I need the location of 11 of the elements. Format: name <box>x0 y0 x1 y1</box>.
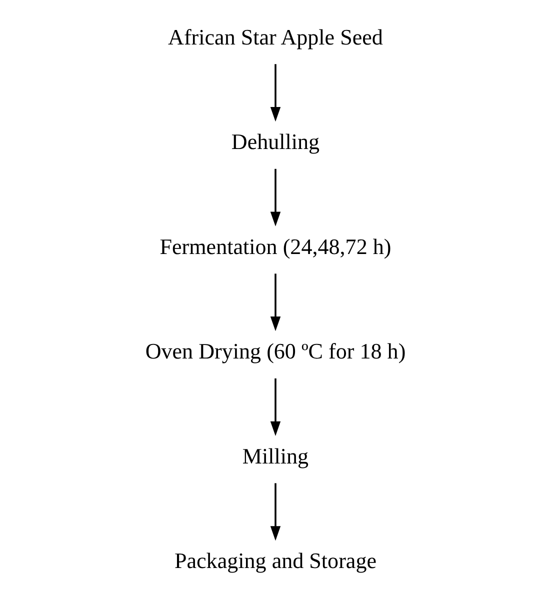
node-text: Packaging and Storage <box>174 548 377 574</box>
arrow <box>270 378 281 436</box>
node-text: Milling <box>242 443 309 468</box>
arrow <box>270 168 281 226</box>
arrow <box>270 274 281 332</box>
node-text: Oven Drying (60 ºC for 18 h) <box>145 338 406 364</box>
arrow <box>270 483 281 541</box>
node-text: Fermentation (24,48,72 h) <box>160 234 392 259</box>
node-text: Dehulling <box>231 129 320 154</box>
arrow <box>270 64 281 122</box>
node-text: African Star Apple Seed <box>168 24 383 50</box>
